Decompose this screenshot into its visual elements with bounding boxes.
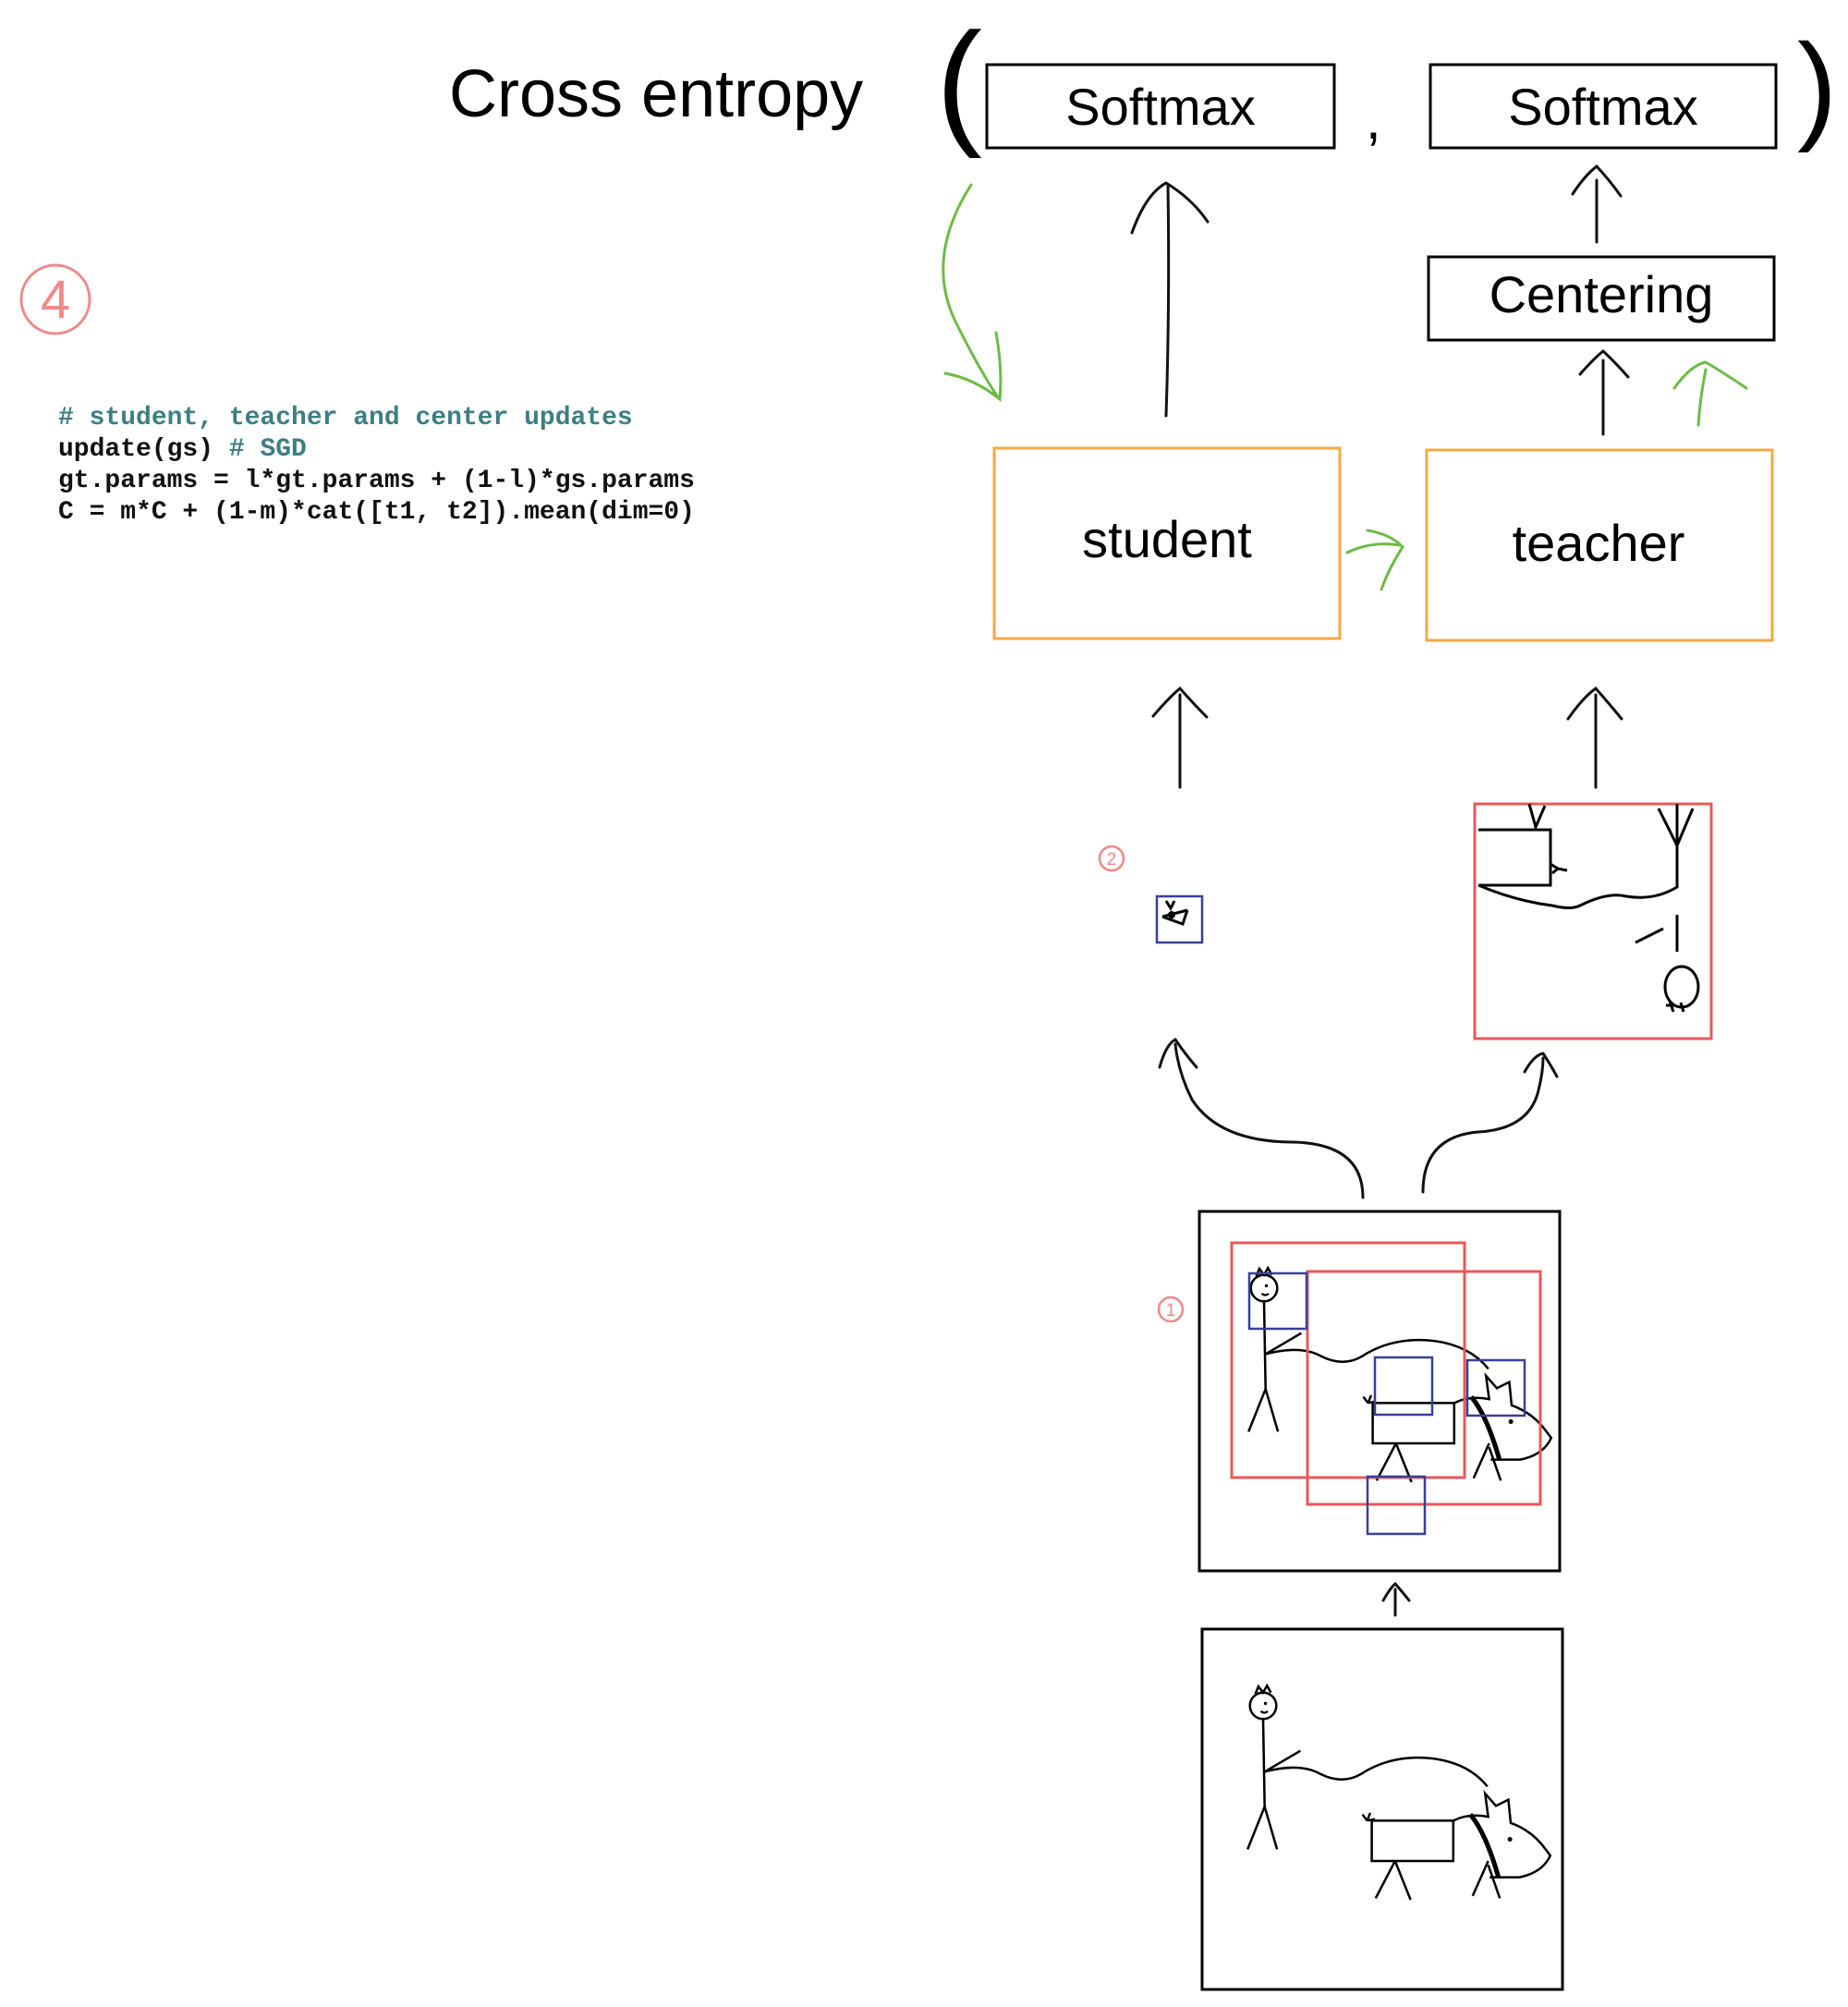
softmax-student-box: Softmax xyxy=(985,63,1336,150)
softmax-student-label: Softmax xyxy=(1065,78,1255,136)
local-crop-view xyxy=(1155,894,1204,944)
student-network-box: student xyxy=(992,446,1342,640)
original-image-panel xyxy=(1200,1627,1564,1991)
center-update-arrow xyxy=(1672,360,1748,427)
arrow-image-to-globalcrop xyxy=(1421,1052,1559,1194)
arrow-original-to-augmented xyxy=(1381,1581,1411,1617)
centering-box: Centering xyxy=(1427,255,1776,342)
centering-label: Centering xyxy=(1489,265,1714,323)
step-1-marker: 1 xyxy=(1157,1295,1185,1323)
step-2-marker: 2 xyxy=(1098,845,1125,872)
update-arrows xyxy=(942,183,1748,591)
comma: , xyxy=(1366,89,1381,151)
arrow-globalcrop-to-teacher xyxy=(1566,686,1623,789)
global-crop-1 xyxy=(1230,1241,1466,1479)
close-paren: ) xyxy=(1797,18,1837,153)
forward-arrows xyxy=(1130,164,1630,1617)
arrow-student-to-softmax xyxy=(1130,181,1210,418)
code-comment: # student, teacher and center updates xyxy=(58,404,633,432)
local-crop-4 xyxy=(1366,1475,1427,1536)
step-4-number: 4 xyxy=(41,270,70,330)
augmented-image-panel xyxy=(1198,1210,1562,1573)
arrow-image-to-localcrop xyxy=(1158,1038,1365,1199)
teacher-label: teacher xyxy=(1513,514,1685,572)
step-4-marker: 4 xyxy=(19,263,91,335)
pseudocode-block: # student, teacher and center updates up… xyxy=(58,403,695,529)
local-crop-2 xyxy=(1373,1356,1434,1417)
step-1-number: 1 xyxy=(1166,1301,1176,1320)
code-line-update: update(gs) xyxy=(58,435,229,464)
arrow-teacher-to-centering xyxy=(1578,349,1630,436)
code-line-update-comment: # SGD xyxy=(228,435,307,464)
step-2-number: 2 xyxy=(1107,850,1117,870)
softmax-teacher-label: Softmax xyxy=(1508,78,1697,136)
ema-update-arrow xyxy=(1345,529,1404,591)
student-label: student xyxy=(1082,510,1252,568)
softmax-teacher-box: Softmax xyxy=(1429,63,1778,150)
global-crop-view xyxy=(1473,802,1713,1040)
gradient-update-arrow xyxy=(942,183,1003,402)
open-paren: ( xyxy=(936,4,982,159)
global-crop-sketch-icon xyxy=(1477,803,1700,1013)
local-crop-3 xyxy=(1465,1358,1526,1417)
teacher-network-box: teacher xyxy=(1425,448,1774,642)
code-line-center: C = m*C + (1-m)*cat([t1, t2]).mean(dim=0… xyxy=(58,498,695,527)
local-crop-1 xyxy=(1247,1271,1308,1331)
arrow-localcrop-to-student xyxy=(1151,686,1209,789)
code-line-teacher-params: gt.params = l*gt.params + (1-l)*gs.param… xyxy=(58,467,695,495)
cross-entropy-label: Cross entropy xyxy=(449,57,863,131)
arrow-centering-to-softmax xyxy=(1571,164,1623,244)
